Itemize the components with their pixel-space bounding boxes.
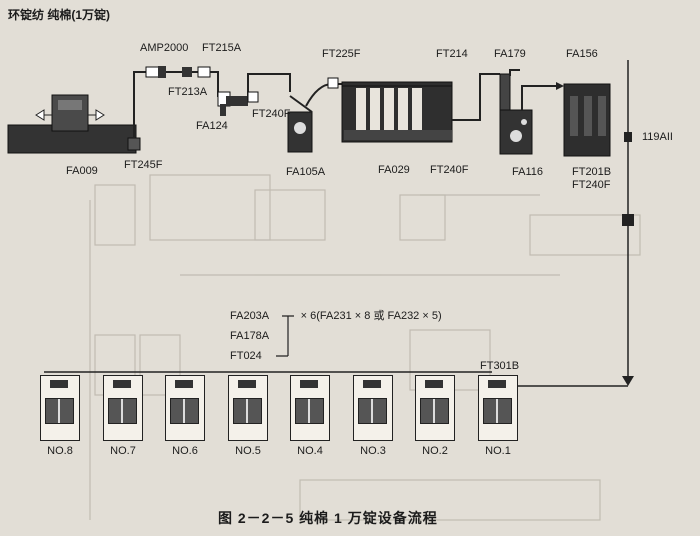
figure-caption: 图 2－2－5 纯棉 1 万锭设备流程 bbox=[218, 510, 438, 526]
label-ft240f-c: FT240F bbox=[572, 179, 611, 191]
card-machine-label: NO.5 bbox=[235, 445, 261, 457]
label-fa179: FA179 bbox=[494, 48, 526, 60]
label-fa029: FA029 bbox=[378, 164, 410, 176]
card-group-line1: FA203A × 6(FA231 × 8 或 FA232 × 5) bbox=[230, 310, 442, 323]
label-fa156: FA156 bbox=[566, 48, 598, 60]
card-machine bbox=[478, 375, 518, 441]
card-machine bbox=[290, 375, 330, 441]
pipe-1 bbox=[133, 71, 146, 138]
card-machine-label: NO.1 bbox=[485, 445, 511, 457]
label-fa009: FA009 bbox=[66, 165, 98, 177]
card-group-line3: FT024 bbox=[230, 350, 262, 362]
fa124-machine bbox=[217, 91, 248, 116]
card-machine-label: NO.2 bbox=[422, 445, 448, 457]
label-ft240f-b: FT240F bbox=[430, 164, 469, 176]
label-ft301b: FT301B bbox=[480, 360, 520, 372]
card-machine-label: NO.8 bbox=[47, 445, 73, 457]
fa029-machine bbox=[341, 81, 453, 143]
card-config-note: × 6(FA231 × 8 或 FA232 × 5) bbox=[300, 310, 442, 322]
label-ft201b: FT201B bbox=[572, 166, 612, 178]
label-fa124: FA124 bbox=[196, 120, 228, 132]
card-model-fa203a: FA203A bbox=[230, 310, 269, 322]
card-machine bbox=[165, 375, 205, 441]
card-machine-label: NO.3 bbox=[360, 445, 386, 457]
card-machine-label: NO.7 bbox=[110, 445, 136, 457]
fa105a-machine bbox=[287, 95, 313, 153]
label-ft214: FT214 bbox=[436, 48, 468, 60]
card-group-line2: FA178A bbox=[230, 330, 270, 342]
card-machine bbox=[40, 375, 80, 441]
card-machine bbox=[103, 375, 143, 441]
fa009-machine bbox=[7, 94, 137, 154]
card-machine bbox=[353, 375, 393, 441]
card-machine-label: NO.4 bbox=[297, 445, 323, 457]
label-amp2000: AMP2000 bbox=[140, 42, 189, 54]
card-machine bbox=[415, 375, 455, 441]
page-header: 环锭纺 纯棉(1万锭) bbox=[8, 8, 111, 22]
pipe-4 bbox=[452, 73, 500, 121]
fa116-machine bbox=[499, 73, 533, 155]
pipe-3 bbox=[247, 73, 291, 100]
label-ft213a: FT213A bbox=[168, 86, 208, 98]
label-ft240f-a: FT240F bbox=[252, 108, 291, 120]
fa156-machine bbox=[563, 83, 611, 157]
label-ft215a: FT215A bbox=[202, 42, 242, 54]
label-fa116: FA116 bbox=[512, 166, 543, 178]
card-machine-label: NO.6 bbox=[172, 445, 198, 457]
ft245f-unit bbox=[127, 137, 141, 151]
label-ft225f: FT225F bbox=[322, 48, 361, 60]
label-fa105a: FA105A bbox=[286, 166, 326, 178]
card-machine bbox=[228, 375, 268, 441]
label-119aii: 119AII bbox=[642, 131, 673, 143]
amp2000-unit bbox=[145, 66, 211, 78]
label-ft245f: FT245F bbox=[124, 159, 163, 171]
